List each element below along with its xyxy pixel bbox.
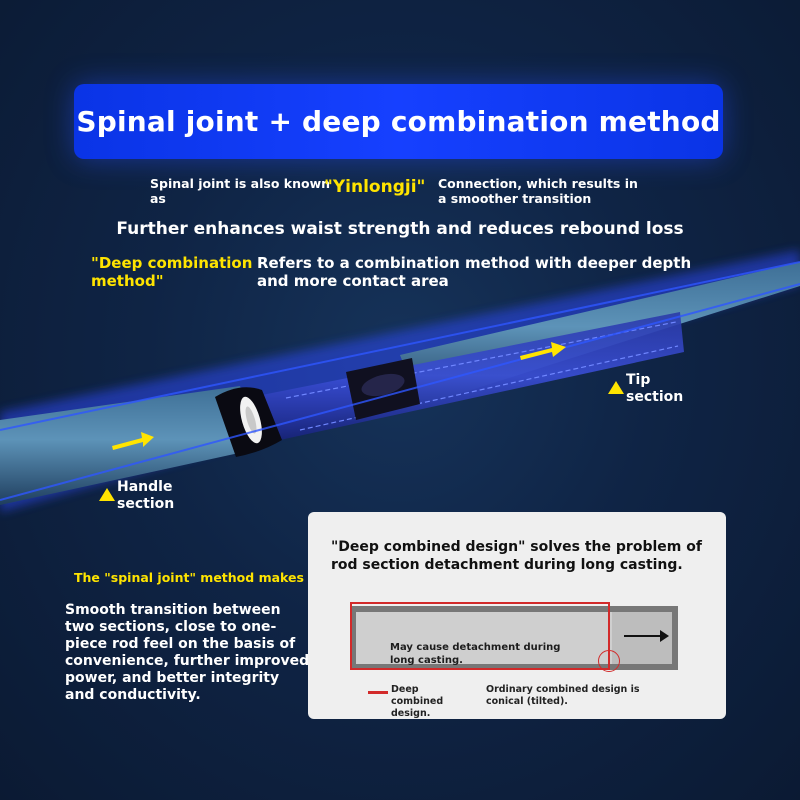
tip-section-label: Tip section <box>626 372 684 405</box>
inner-section-shape <box>356 612 612 664</box>
comparison-title: "Deep combined design" solves the proble… <box>331 539 702 573</box>
intro-line1-prefix: Spinal joint is also known as <box>150 176 331 206</box>
title-banner <box>74 84 723 159</box>
legend-ordinary-design: Ordinary combined design is conical (til… <box>486 684 640 707</box>
intro-line3-definition: Refers to a combination method with deep… <box>257 254 692 290</box>
spinal-joint-heading: The "spinal joint" method makes <box>74 570 304 585</box>
tip-marker-icon <box>608 381 624 394</box>
direction-arrow-handle <box>112 432 154 450</box>
detachment-note: May cause detachment during long casting… <box>390 642 561 666</box>
page-title: Spinal joint + deep combination method <box>76 105 721 138</box>
legend-red-line-icon <box>368 691 388 694</box>
middle-joint <box>346 358 420 420</box>
handle-section-label: Handle section <box>117 479 175 512</box>
arrow-head-icon <box>660 630 669 642</box>
intro-line1-name: "Yinlongji" <box>324 177 426 197</box>
intro-line2: Further enhances waist strength and redu… <box>116 219 684 239</box>
intro-line3-term: "Deep combination method" <box>91 254 253 290</box>
deep-design-outline <box>350 602 610 670</box>
direction-arrow-tip <box>520 342 566 360</box>
intro-line1-suffix: Connection, which results in a smoother … <box>438 176 638 206</box>
detachment-circle-icon <box>598 650 620 672</box>
handle-marker-icon <box>99 488 115 501</box>
arrow-right-icon <box>624 635 662 637</box>
spinal-joint-description: Smooth transition between two sections, … <box>65 602 310 703</box>
legend-deep-design: Deep combined design. <box>391 684 444 719</box>
